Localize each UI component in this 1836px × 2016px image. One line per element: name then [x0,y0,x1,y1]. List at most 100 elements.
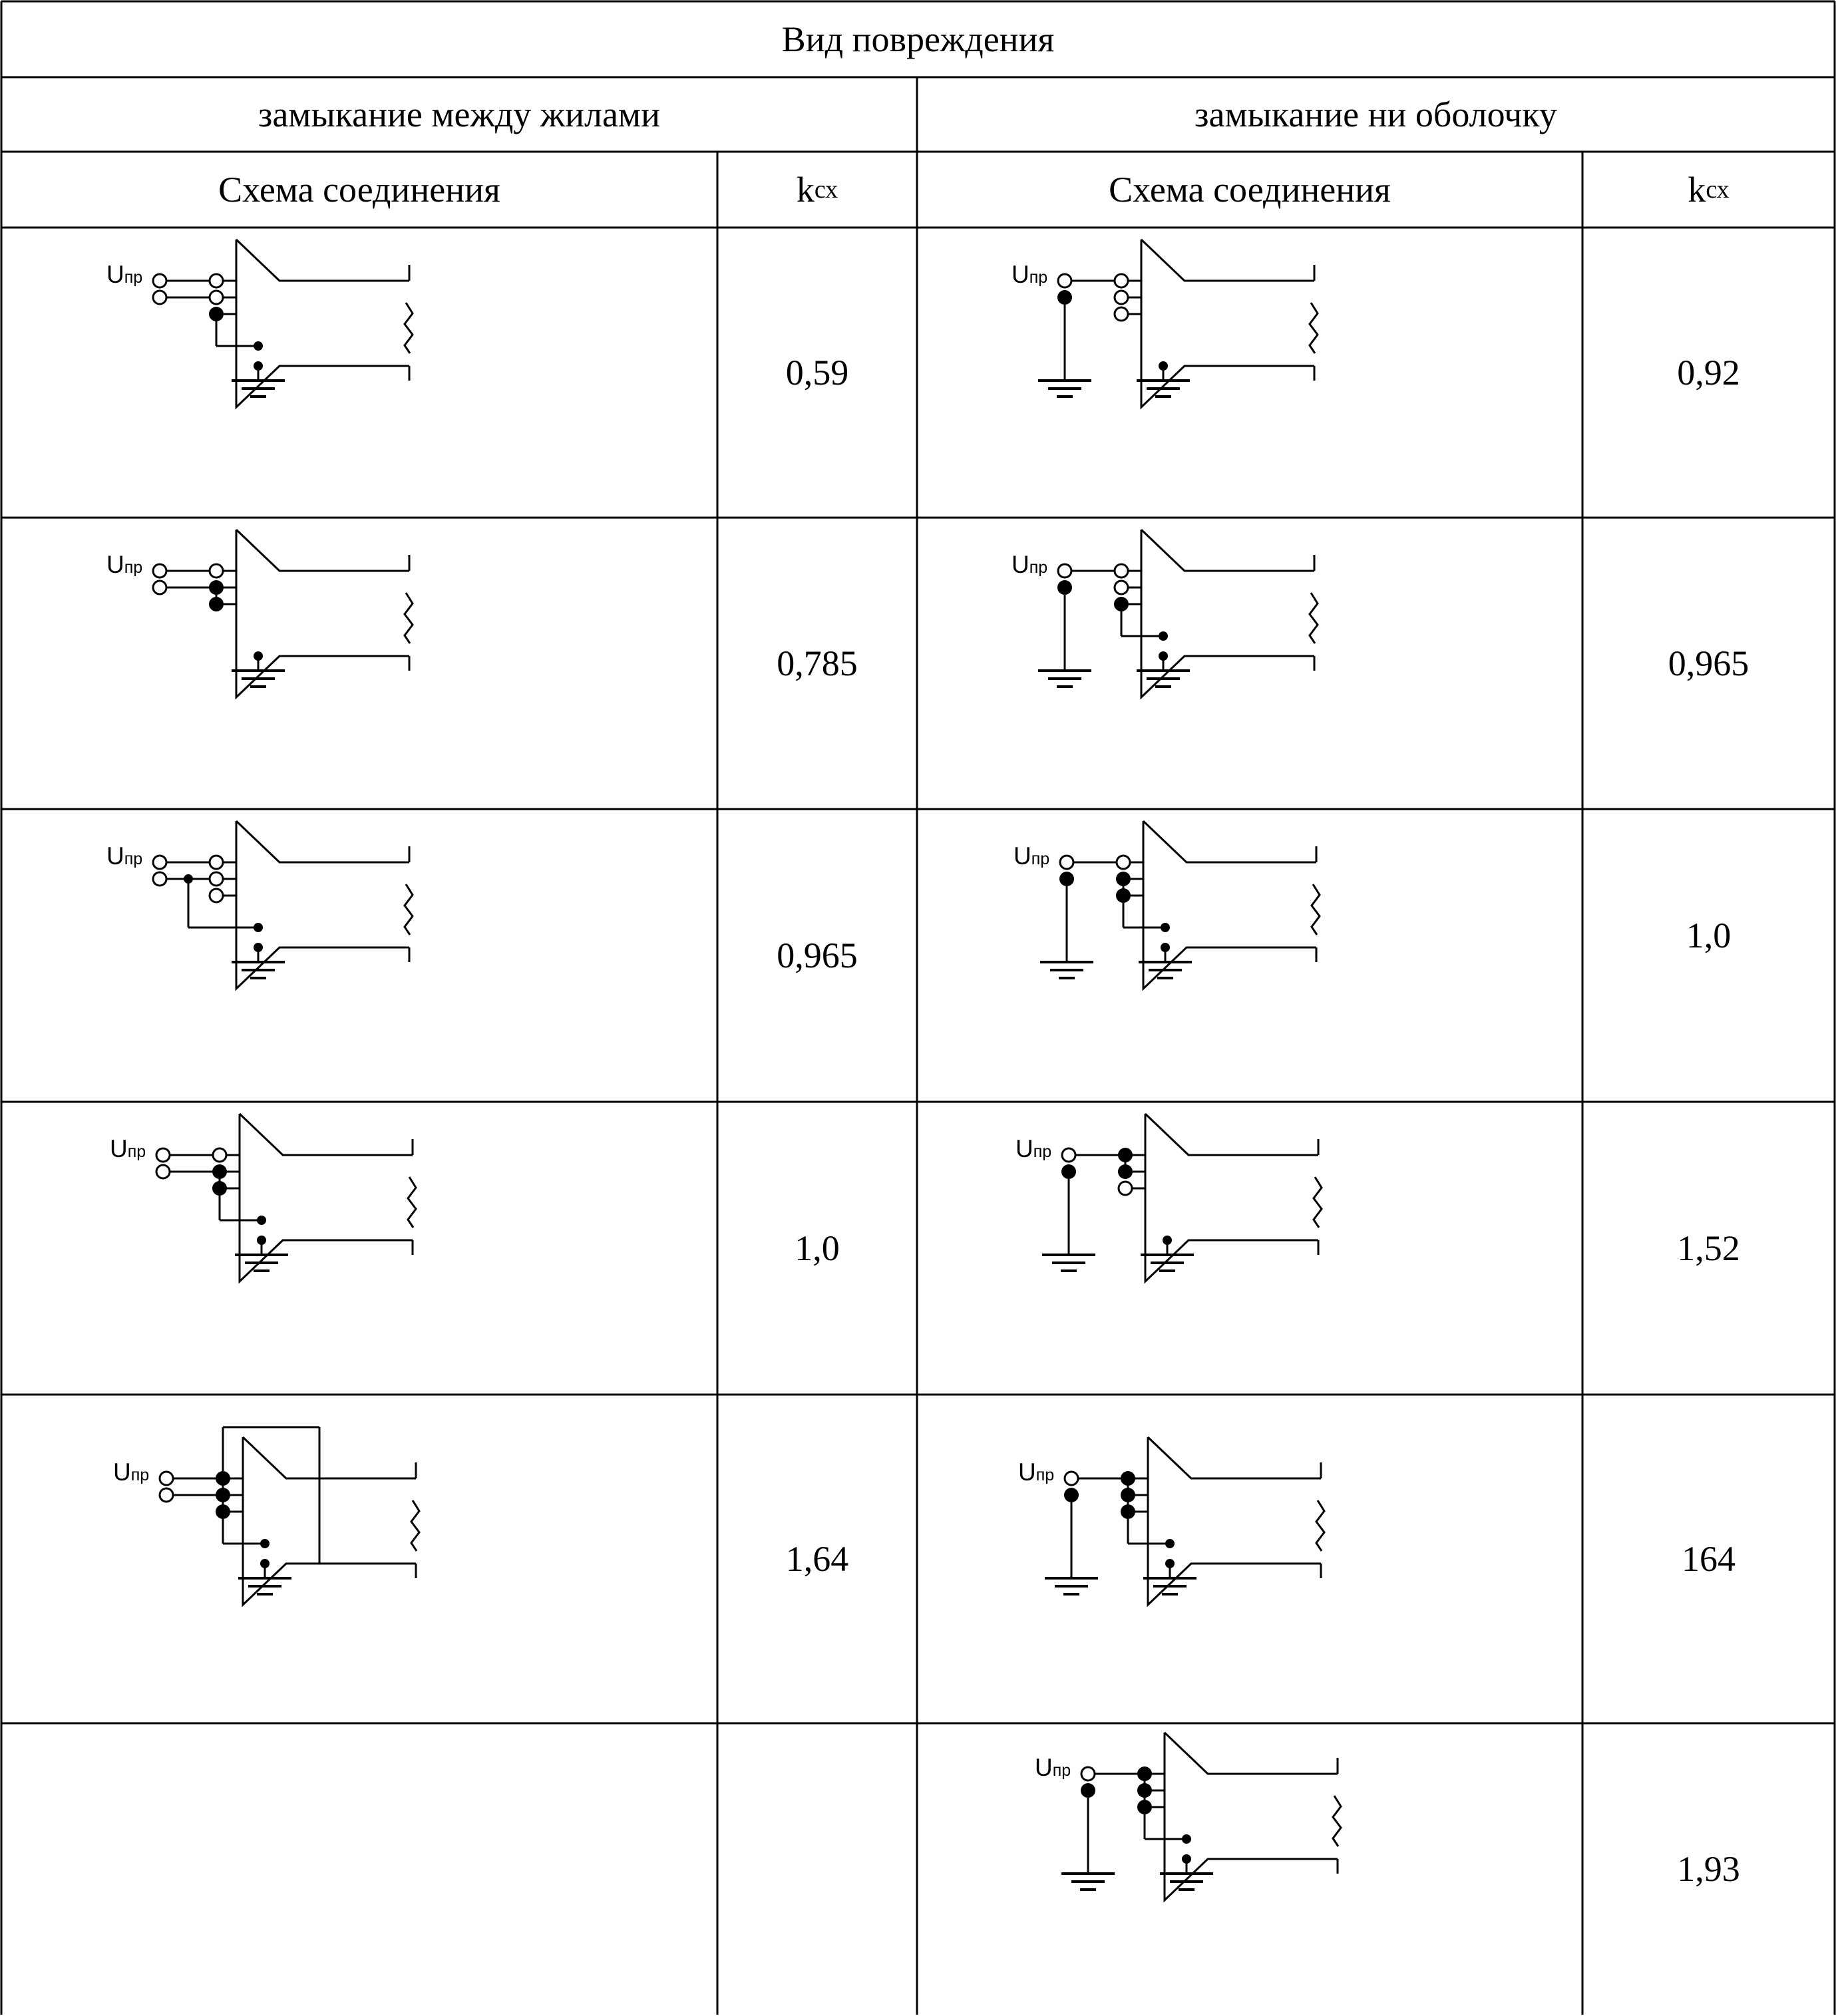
supply-voltage-symbol: U [106,261,124,288]
left-coef-value: 0,965 [777,935,858,975]
schematic-diagram: Uпр [106,820,414,991]
supply-voltage-subscript: пр [1053,1761,1071,1780]
closed-terminal [1059,872,1074,886]
supply-voltage-subscript: пр [124,850,142,868]
coef-subscript: сх [1706,176,1730,204]
cable-body [242,1436,416,1607]
cable-break-mark [1308,592,1319,644]
open-terminal [1059,854,1075,870]
open-terminal [208,871,224,887]
left-coef-value [717,1723,917,2015]
open-terminal [1113,306,1129,322]
supply-voltage-symbol: U [1035,1754,1053,1781]
cable-break-mark [403,884,414,935]
schematic-diagram: Uпр [113,1426,421,1607]
right-coef-value: 1,0 [1686,916,1732,955]
open-terminal [1080,1766,1096,1782]
right-scheme-header: Схема соединения [1109,170,1391,210]
supply-voltage-label: Uпр [1011,551,1047,578]
supply-voltage-label: Uпр [1018,1458,1054,1486]
open-terminal [152,289,168,305]
open-terminal [1057,563,1073,579]
closed-terminal [1081,1783,1095,1798]
cable-break-mark [1315,1500,1326,1552]
cable-body [1144,1112,1318,1284]
left-coef-value: 0,59 [785,353,849,393]
supply-voltage-subscript: пр [1029,558,1047,577]
junction-dot [1161,923,1170,932]
schematic-diagram: Uпр [1013,820,1321,991]
supply-voltage-label: Uпр [106,842,142,870]
closed-terminal [1057,580,1072,595]
open-terminal [155,1147,171,1163]
closed-terminal [1057,290,1072,305]
supply-voltage-label: Uпр [1015,1135,1051,1162]
open-terminal [208,888,224,904]
open-terminal [1113,289,1129,305]
supply-voltage-label: Uпр [106,551,142,578]
supply-voltage-symbol: U [106,551,124,578]
junction-dot [257,1216,266,1225]
schematic-diagram: Uпр [1018,1436,1326,1607]
junction-dot [1165,1539,1175,1548]
right-coef-value: 1,52 [1677,1228,1740,1268]
supply-voltage-symbol: U [110,1135,128,1162]
supply-voltage-subscript: пр [131,1466,149,1484]
supply-voltage-label: Uпр [1011,261,1047,288]
open-terminal [152,871,168,887]
supply-voltage-label: Uпр [1035,1754,1071,1781]
cable-body [1163,1731,1338,1903]
cable-break-mark [410,1500,421,1552]
junction-dot [254,923,263,932]
open-terminal [1117,1180,1133,1196]
supply-voltage-subscript: пр [1031,850,1049,868]
supply-voltage-symbol: U [1013,842,1031,870]
coef-subscript: сх [814,176,838,204]
supply-voltage-label: Uпр [106,261,142,288]
open-terminal [208,563,224,579]
coef-symbol: k [796,170,815,210]
supply-voltage-label: Uпр [1013,842,1049,870]
supply-voltage-subscript: пр [1033,1142,1051,1161]
cable-body [238,1112,413,1284]
supply-voltage-symbol: U [1015,1135,1033,1162]
supply-voltage-subscript: пр [124,268,142,287]
schematic-diagram: Uпр [1035,1731,1342,1903]
left-coef-value: 1,0 [795,1228,840,1268]
cable-break-mark [1332,1795,1342,1847]
schematic-diagram: Uпр [1015,1112,1323,1284]
right-coef-value: 0,965 [1668,643,1749,683]
cable-body [1140,528,1314,700]
schematic-diagram: Uпр [106,528,414,700]
junction-dot [1182,1834,1191,1844]
right-coef-value: 1,93 [1677,1849,1740,1889]
open-terminal [1115,854,1131,870]
schematic-diagram: Uпр [106,238,414,410]
open-terminal [1061,1147,1077,1163]
supply-voltage-symbol: U [1011,261,1029,288]
open-terminal [208,289,224,305]
open-terminal [208,273,224,289]
group-header-sheath-short: замыкание ни оболочку [1194,94,1557,134]
open-terminal [1113,563,1129,579]
open-terminal [155,1164,171,1180]
cable-body [235,528,409,700]
open-terminal [158,1470,174,1486]
cable-body [1147,1436,1321,1607]
supply-voltage-subscript: пр [124,558,142,577]
schematic-diagram: Uпр [1011,528,1319,700]
supply-voltage-subscript: пр [1036,1466,1054,1484]
cable-break-mark [403,592,414,644]
open-terminal [1057,273,1073,289]
table-title: Вид повреждения [781,19,1055,59]
cable-body [1142,820,1316,991]
left-scheme-header: Схема соединения [218,170,500,210]
supply-voltage-symbol: U [1018,1458,1036,1486]
open-terminal [1113,273,1129,289]
right-coef-value: 0,92 [1677,353,1740,393]
cable-break-mark [1312,1176,1323,1228]
cable-body [235,238,409,410]
